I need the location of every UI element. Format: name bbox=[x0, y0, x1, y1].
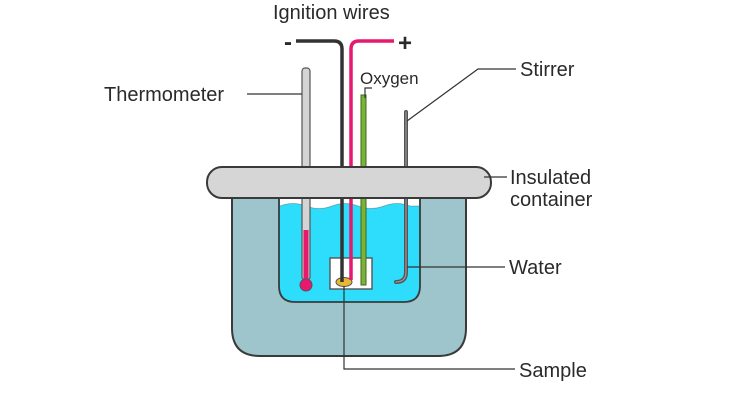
insulated-container-label-line1: Insulated bbox=[510, 167, 591, 189]
oxygen-label: Oxygen bbox=[360, 69, 419, 88]
thermometer-bulb bbox=[299, 278, 313, 292]
stirrer-label: Stirrer bbox=[520, 59, 575, 81]
sample-leader bbox=[343, 286, 515, 370]
container-lid bbox=[206, 166, 492, 199]
positive-sign: + bbox=[398, 30, 412, 57]
stirrer-leader bbox=[406, 68, 516, 122]
thermometer-label: Thermometer bbox=[104, 84, 224, 106]
insulated-container-label-line2: container bbox=[510, 189, 593, 211]
negative-sign: - bbox=[284, 29, 292, 56]
sample-label: Sample bbox=[519, 360, 587, 382]
oxygen-leader bbox=[364, 87, 372, 98]
negative-ignition-wire bbox=[296, 39, 344, 282]
thermometer-mercury-column bbox=[303, 230, 309, 282]
positive-ignition-wire bbox=[349, 39, 394, 280]
ignition-wires-label: Ignition wires bbox=[273, 2, 390, 24]
water-label: Water bbox=[509, 257, 562, 279]
